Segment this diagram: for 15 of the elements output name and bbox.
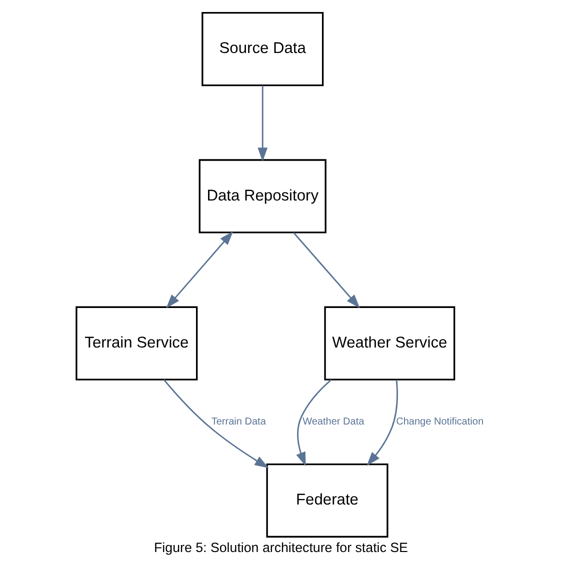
node-box: Terrain Service	[76, 306, 198, 380]
edge-label: Change Notification	[396, 416, 484, 428]
node-box: Data Repository	[198, 159, 326, 234]
arrow	[163, 379, 269, 468]
node-box: Source Data	[202, 12, 324, 86]
edge-label: Weather Data	[302, 416, 364, 428]
arrow	[296, 379, 332, 466]
arrow	[366, 380, 398, 466]
node-box: Weather Service	[324, 306, 456, 380]
caption: Figure 5: Solution architecture for static SE	[154, 540, 408, 555]
edge-label: Terrain Data	[211, 416, 266, 428]
arrow	[293, 232, 360, 308]
arrow	[166, 231, 234, 308]
node-box: Federate	[266, 463, 388, 538]
arrow	[258, 86, 268, 162]
